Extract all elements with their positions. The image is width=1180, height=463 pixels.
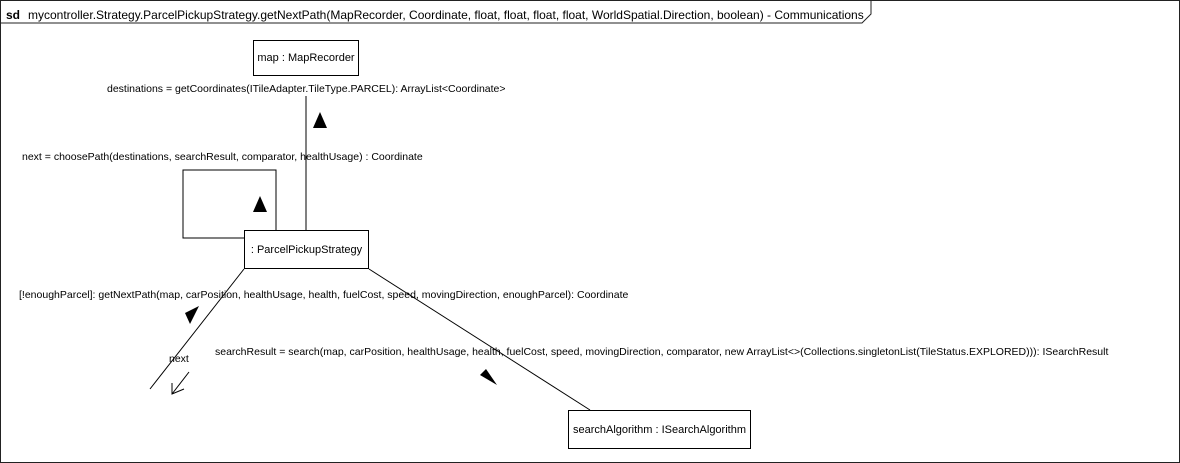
message-search: searchResult = search(map, carPosition, … bbox=[215, 346, 1109, 358]
return-message-next: next bbox=[169, 353, 189, 365]
arrow-destinations bbox=[313, 112, 327, 128]
frame-keyword: sd bbox=[6, 8, 21, 22]
return-arrow-shaft bbox=[171, 371, 190, 395]
arrow-next-self bbox=[253, 196, 267, 212]
message-choose-path: next = choosePath(destinations, searchRe… bbox=[22, 151, 423, 163]
link-incoming bbox=[149, 268, 245, 390]
arrow-search-result bbox=[480, 369, 497, 385]
link-self-loop bbox=[182, 169, 277, 239]
return-arrow-head bbox=[171, 383, 185, 395]
message-destinations: destinations = getCoordinates(ITileAdapt… bbox=[107, 83, 506, 95]
arrow-get-next-path bbox=[185, 306, 199, 324]
frame-title-tab bbox=[0, 0, 872, 24]
lifeline-map[interactable]: map : MapRecorder bbox=[253, 40, 359, 76]
lifeline-search-algorithm[interactable]: searchAlgorithm : ISearchAlgorithm bbox=[568, 410, 751, 449]
frame-title: mycontroller.Strategy.ParcelPickupStrate… bbox=[28, 8, 864, 22]
link-strategy-search bbox=[368, 268, 591, 411]
message-get-next-path: [!enoughParcel]: getNextPath(map, carPos… bbox=[19, 289, 629, 301]
lifeline-parcel-pickup-strategy[interactable]: : ParcelPickupStrategy bbox=[244, 230, 369, 269]
